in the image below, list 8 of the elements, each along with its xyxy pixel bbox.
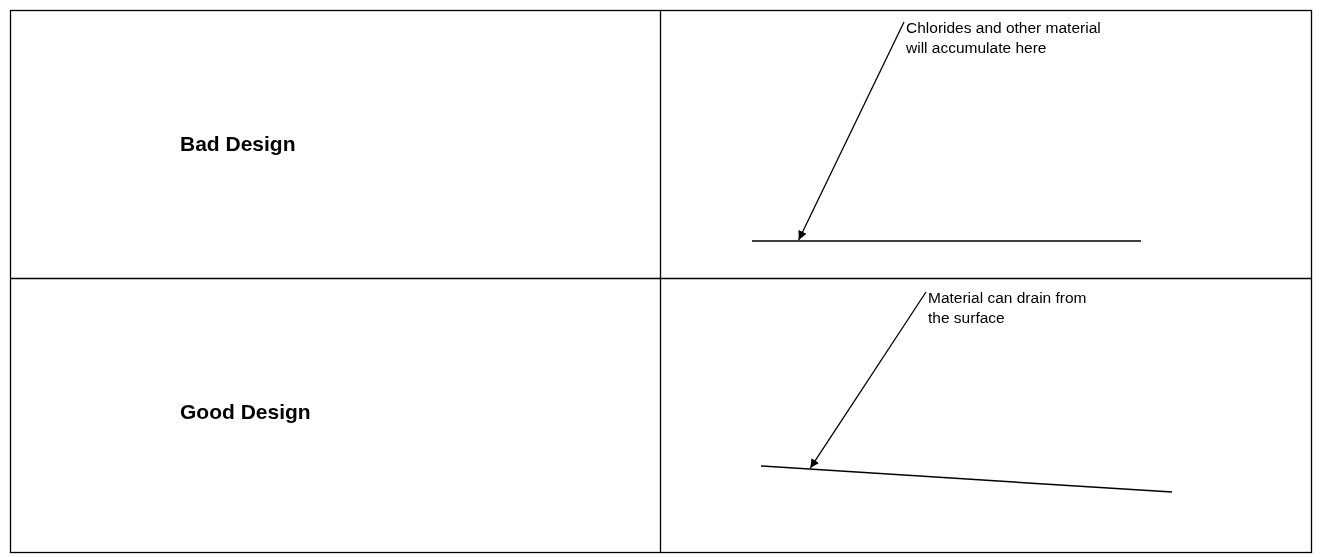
callout-text: Chlorides and other material will accumulate here — [906, 18, 1111, 58]
surface-line — [760, 465, 1173, 493]
row-heading: Bad Design — [180, 132, 296, 156]
leader-line — [798, 21, 905, 241]
row-heading: Good Design — [180, 400, 311, 424]
callout-text: Material can drain from the surface — [928, 288, 1098, 328]
leader-line — [809, 291, 927, 469]
surface-line — [751, 240, 1142, 242]
